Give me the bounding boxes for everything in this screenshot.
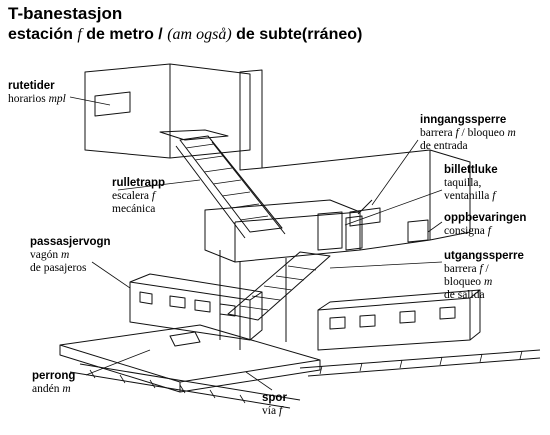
label-translation: vagón m: [30, 249, 111, 262]
label-oppbevaringen: oppbevaringen consigna f: [444, 212, 526, 238]
tr-word-b: bloqueo: [467, 127, 505, 139]
label-perrong: perrong andén m: [32, 370, 75, 396]
label-translation-2: mecánica: [112, 203, 156, 215]
label-term: inngangssperre: [420, 114, 507, 126]
lower-escalator: [227, 251, 331, 321]
upper-escalator-steps: [185, 143, 269, 221]
tr-gender: f: [278, 405, 283, 417]
label-passasjervogn: passasjervogn vagón m de pasajeros: [30, 236, 111, 275]
label-translation-2: de pasajeros: [30, 262, 87, 274]
label-translation-2: ventanilla f: [444, 190, 498, 203]
left-train-windows: [139, 291, 236, 317]
tr-gender: m: [62, 383, 71, 395]
label-billettluke: billettluke taquilla, ventanilla f: [444, 164, 498, 203]
track-sleepers: [89, 350, 523, 404]
tracks: [69, 349, 541, 409]
label-utgangssperre: utgangssperre barrera f / bloqueo m de s…: [444, 250, 524, 302]
right-train-windows: [329, 306, 456, 330]
entrance-barrier: [349, 199, 381, 227]
tr-word: bloqueo: [444, 276, 482, 288]
platform-bench: [169, 331, 201, 347]
tr-gender: f: [492, 190, 496, 202]
page-subtitle: estación f de metro / (am også) de subte…: [8, 26, 362, 44]
support-posts: [219, 250, 287, 350]
tr-gender: f: [455, 127, 459, 139]
label-term: rutetider: [8, 80, 55, 92]
lower-escalator-steps: [239, 265, 317, 311]
subtitle-also: (am også): [167, 26, 232, 43]
label-term: perrong: [32, 370, 76, 382]
subtitle-part2: de metro /: [86, 26, 163, 43]
label-term: billettluke: [444, 164, 498, 176]
label-term: spor: [262, 392, 287, 404]
tr-gender: f: [487, 225, 491, 237]
left-train: [129, 273, 263, 341]
tr-gender: f: [151, 190, 156, 202]
subtitle-part1: estación: [8, 26, 73, 43]
label-inngangssperre: inngangssperre barrera f / bloqueo m de …: [420, 114, 516, 153]
leader-lines: [69, 96, 443, 391]
tr-word: ventanilla: [444, 190, 490, 202]
right-wall-door: [407, 219, 429, 243]
label-spor: spor vía f: [262, 392, 287, 418]
label-translation: barrera f / bloqueo m: [420, 127, 516, 140]
tr-word: vagón: [30, 249, 59, 261]
label-term: oppbevaringen: [444, 212, 527, 224]
tr-word: barrera: [444, 263, 477, 275]
label-term: rulletrapp: [112, 177, 166, 189]
label-translation: escalera f: [112, 190, 165, 203]
upper-landing: [159, 129, 229, 141]
label-term: passasjervogn: [30, 236, 111, 248]
label-rutetider: rutetider horarios mpl: [8, 80, 66, 106]
subtitle-gender: f: [77, 26, 82, 43]
platform: [59, 324, 321, 393]
ticket-booth: [317, 211, 363, 251]
label-translation: horarios mpl: [8, 93, 66, 106]
label-translation: barrera f /: [444, 263, 524, 276]
label-translation: vía f: [262, 405, 287, 418]
tr-word: vía: [262, 405, 277, 417]
label-translation: andén m: [32, 383, 75, 396]
tower: [239, 69, 263, 171]
tr-gender: m: [483, 276, 493, 288]
label-translation-2: bloqueo m: [444, 276, 524, 289]
tr-gender: f: [479, 263, 483, 275]
tr-word: horarios: [8, 93, 46, 105]
label-rulletrapp: rulletrapp escalera f mecánica: [112, 177, 165, 216]
label-translation-2: de entrada: [420, 140, 468, 152]
label-translation-3: de salida: [444, 289, 485, 301]
label-translation: taquilla,: [444, 177, 482, 189]
tr-sep: /: [485, 263, 489, 275]
upper-escalator: [179, 135, 283, 233]
tr-gender: mpl: [48, 93, 66, 105]
label-translation: consigna f: [444, 225, 526, 238]
right-train: [317, 289, 481, 351]
page-title: T-banestasjon: [8, 4, 123, 23]
tr-gender: m: [60, 249, 70, 261]
tr-word: barrera: [420, 127, 453, 139]
right-wall: [261, 149, 471, 251]
tr-gender-b: m: [507, 127, 516, 139]
timetable-board: [94, 91, 131, 117]
subtitle-part3: de subte(rráneo): [236, 26, 363, 43]
tr-word: andén: [32, 383, 60, 395]
tr-word: consigna: [444, 225, 485, 237]
tr-word: escalera: [112, 190, 150, 202]
label-term: utgangssperre: [444, 250, 524, 262]
upper-building: [84, 63, 251, 159]
tr-sep: /: [461, 127, 465, 139]
